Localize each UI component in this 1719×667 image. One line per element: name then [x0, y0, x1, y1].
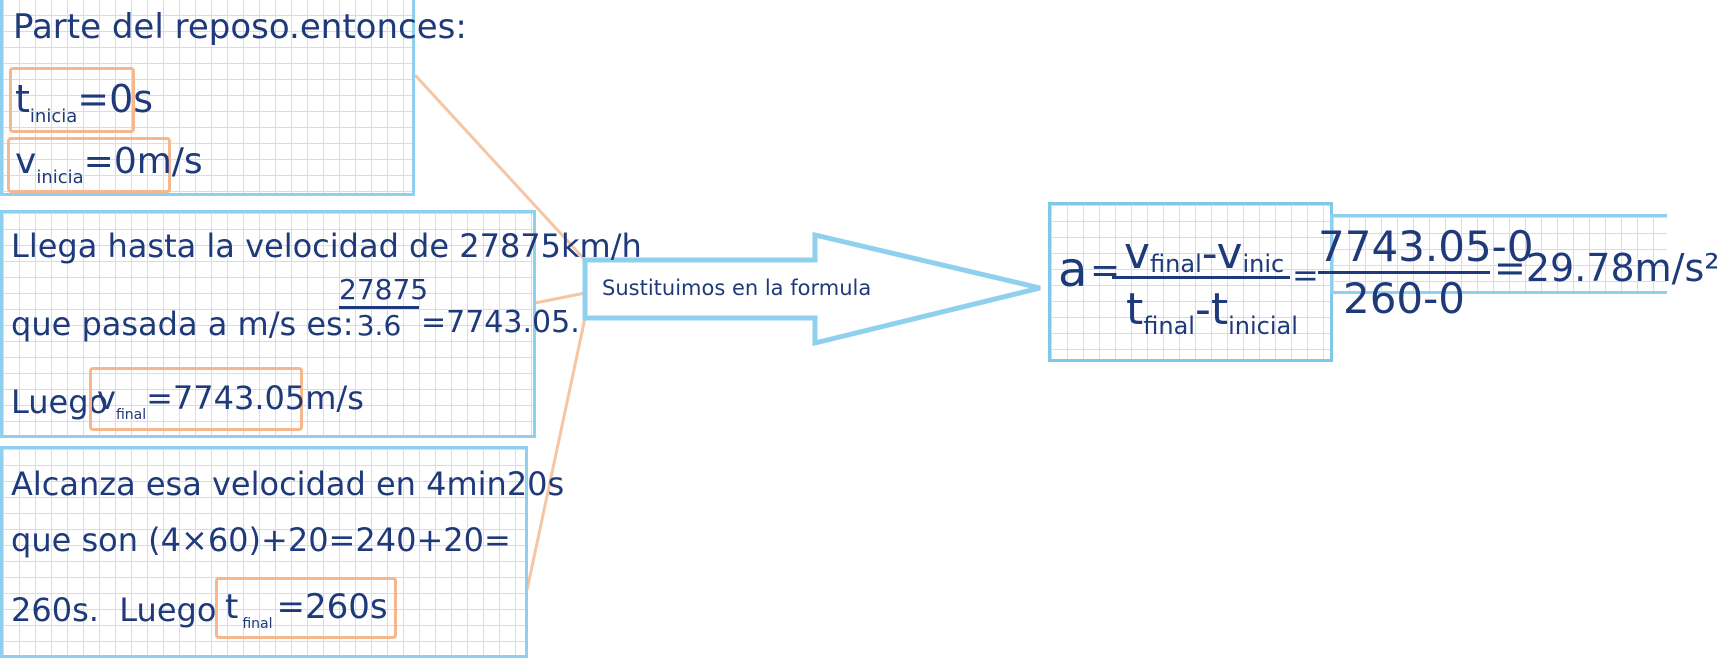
numeric-fraction: 7743.05-0 260-0 [1318, 222, 1534, 323]
t-value: =0s [77, 77, 154, 121]
numerator-minus: - [1201, 228, 1217, 279]
formula-box-extension [1330, 214, 1667, 294]
conversion-denominator: 3.6 [356, 309, 402, 342]
t-final-value: =260s [276, 587, 388, 627]
v-final-term-sub: final [1150, 250, 1202, 278]
connector-box1 [413, 73, 587, 262]
v-final: vfinal=7743.05m/s [97, 379, 364, 423]
final-time-box: Alcanza esa velocidad en 4min20s que son… [0, 446, 564, 658]
formula-a: a [1058, 242, 1088, 298]
formula-denominator: tfinal-tinicial [1126, 284, 1298, 340]
v-final-highlight [89, 367, 303, 431]
v-inic-term: v [1216, 228, 1243, 279]
v-final-symbol: v [97, 379, 116, 417]
formula-result: =29.78m/s² [1494, 246, 1719, 290]
arrow-shape [582, 231, 1041, 347]
v-initial: vinicia=0m/s [15, 141, 203, 188]
t-final-highlight [215, 577, 397, 639]
box2-line1: Llega hasta la velocidad de 27875km/h [11, 227, 642, 265]
v-value: =0m/s [83, 141, 203, 182]
t-symbol: t [15, 77, 30, 121]
v-final-subscript: final [115, 407, 147, 423]
box3-line2: que son (4×60)+20=240+20= [11, 521, 511, 559]
t-final-symbol: t [225, 587, 239, 627]
v-subscript: inicia [36, 167, 84, 188]
v-final-term: v [1124, 228, 1151, 279]
formula-box [1048, 202, 1333, 362]
t-final-term: t [1126, 284, 1144, 335]
formula-equals-1: = [1090, 250, 1121, 291]
v-final-value: =7743.05m/s [146, 379, 364, 417]
connector-box3 [525, 317, 587, 591]
formula-numerator: vfinal-vinic [1124, 228, 1284, 279]
t-initial-highlight [9, 67, 135, 133]
box3-line1: Alcanza esa velocidad en 4min20s [11, 465, 565, 503]
conversion-fraction: 27875 3.6 [339, 273, 428, 342]
initial-conditions-box: Parte del reposo.entonces: tinicia=0s vi… [0, 0, 467, 196]
t-initial: tinicia=0s [15, 77, 154, 127]
v-symbol: v [15, 141, 37, 182]
box1-line1: Parte del reposo.entonces: [13, 7, 467, 47]
formula-fraction-bar [1112, 276, 1290, 279]
formula-equals-2: = [1292, 256, 1319, 294]
v-initial-highlight [7, 137, 171, 193]
t-inicial-term-sub: inicial [1228, 312, 1298, 340]
t-inicial-term: t [1210, 284, 1229, 335]
numeric-numerator: 7743.05-0 [1318, 222, 1534, 274]
conversion-numerator: 27875 [339, 273, 428, 309]
t-subscript: inicia [29, 106, 78, 127]
denominator-minus: - [1194, 284, 1211, 335]
final-velocity-box: Llega hasta la velocidad de 27875km/h qu… [0, 210, 642, 438]
arrow-label: Sustituimos en la formula [602, 276, 872, 300]
connector-lines [413, 73, 1041, 591]
t-final-subscript: final [242, 616, 273, 632]
box3-line3-lead: 260s. Luego [11, 591, 217, 629]
t-final-term-sub: final [1143, 312, 1195, 340]
box2-line2: que pasada a m/s es: [11, 305, 354, 343]
v-inic-term-sub: inic [1242, 250, 1285, 278]
conversion-result: =7743.05. [421, 305, 580, 340]
connector-box2 [534, 291, 586, 305]
numeric-denominator: 260-0 [1342, 274, 1466, 323]
